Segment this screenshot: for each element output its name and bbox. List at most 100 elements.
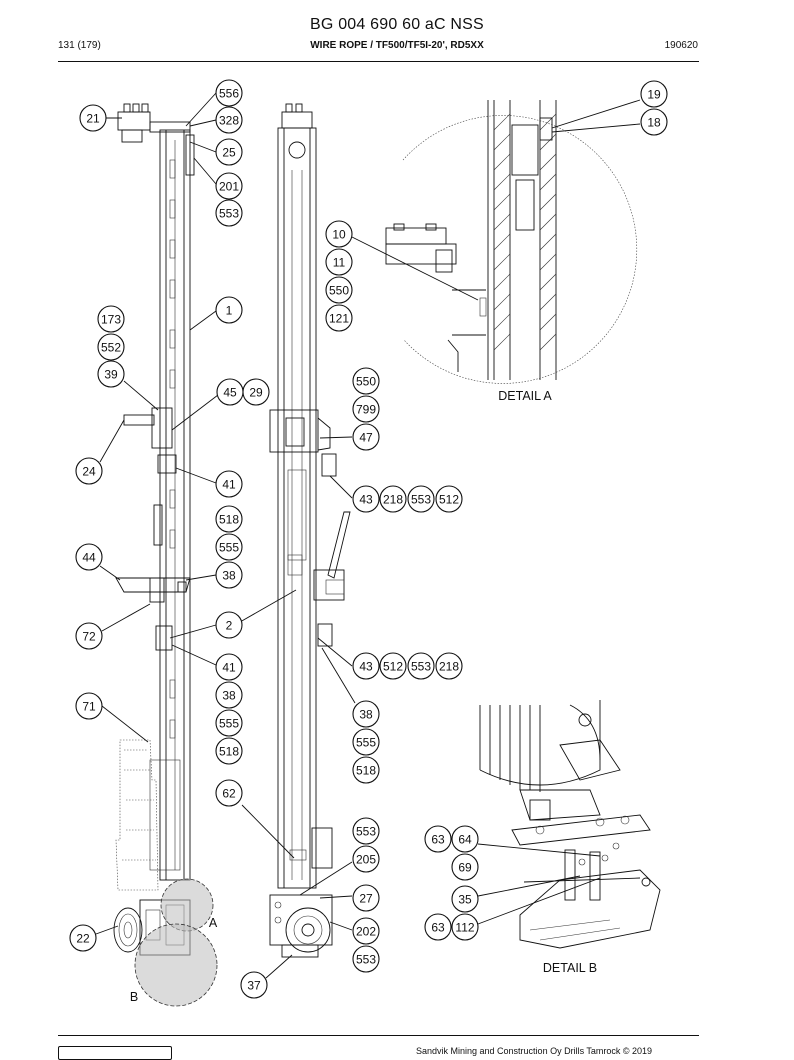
callout-bubble: 71 xyxy=(75,692,103,720)
svg-text:555: 555 xyxy=(219,717,239,731)
svg-text:24: 24 xyxy=(82,465,96,479)
svg-text:63: 63 xyxy=(431,921,445,935)
svg-text:552: 552 xyxy=(101,341,121,355)
callout-bubble: 24 xyxy=(75,457,103,485)
svg-text:69: 69 xyxy=(458,861,472,875)
callout-bubble: 25 xyxy=(215,138,243,166)
svg-text:21: 21 xyxy=(86,112,100,126)
callout-bubble: 64 xyxy=(451,825,479,853)
callout-bubble: 201 xyxy=(215,172,243,200)
zone-a-marker: A xyxy=(209,916,218,930)
callout-bubble: 63 xyxy=(424,825,452,853)
copyright-notice: Sandvik Mining and Construction Oy Drill… xyxy=(416,1046,653,1056)
svg-text:18: 18 xyxy=(647,116,661,130)
detail-b-view xyxy=(479,700,661,949)
callout-bubble: 22 xyxy=(69,924,97,952)
svg-text:518: 518 xyxy=(219,745,239,759)
callout-bubble: 555 xyxy=(215,709,243,737)
callout-bubble: 41 xyxy=(215,653,243,681)
svg-text:25: 25 xyxy=(222,146,236,160)
callout-bubble: 10 xyxy=(325,220,353,248)
zone-b-marker: B xyxy=(130,990,138,1004)
callout-bubble: 38 xyxy=(352,700,380,728)
callout-bubble: 2 xyxy=(215,611,243,639)
date-code: 190620 xyxy=(664,40,698,51)
callout-bubble: 29 xyxy=(242,378,270,406)
svg-text:555: 555 xyxy=(356,736,376,750)
callout-bubble: 44 xyxy=(75,543,103,571)
svg-text:553: 553 xyxy=(356,825,376,839)
svg-text:1: 1 xyxy=(226,304,233,318)
svg-text:38: 38 xyxy=(222,689,236,703)
callout-bubble: 518 xyxy=(215,505,243,533)
callout-bubble: 37 xyxy=(240,971,268,999)
svg-text:71: 71 xyxy=(82,700,96,714)
svg-text:556: 556 xyxy=(219,87,239,101)
sandvik-logo xyxy=(58,1046,172,1060)
callout-bubble: 205 xyxy=(352,845,380,873)
detail-b-label: DETAIL B xyxy=(543,961,597,975)
svg-text:553: 553 xyxy=(411,493,431,507)
svg-text:43: 43 xyxy=(359,493,373,507)
svg-text:512: 512 xyxy=(383,660,403,674)
svg-text:35: 35 xyxy=(458,893,472,907)
detail-a-label: DETAIL A xyxy=(498,389,552,403)
svg-text:37: 37 xyxy=(247,979,261,993)
leader-lines xyxy=(95,92,641,979)
svg-text:39: 39 xyxy=(104,368,118,382)
svg-text:518: 518 xyxy=(356,764,376,778)
detail-a-view xyxy=(385,100,638,384)
callout-bubble: 328 xyxy=(215,106,243,134)
feed-beam-front-view xyxy=(269,103,351,958)
svg-text:45: 45 xyxy=(223,386,237,400)
callout-bubble: 43 xyxy=(352,652,380,680)
svg-text:173: 173 xyxy=(101,313,121,327)
svg-text:518: 518 xyxy=(219,513,239,527)
svg-text:799: 799 xyxy=(356,403,376,417)
svg-text:29: 29 xyxy=(249,386,263,400)
svg-text:553: 553 xyxy=(356,953,376,967)
svg-text:64: 64 xyxy=(458,833,472,847)
callout-bubble: 19 xyxy=(640,80,668,108)
svg-text:63: 63 xyxy=(431,833,445,847)
callout-bubble: 555 xyxy=(352,728,380,756)
svg-text:2: 2 xyxy=(226,619,233,633)
document-title: BG 004 690 60 aC NSS xyxy=(310,16,484,33)
callout-bubble: 553 xyxy=(215,199,243,227)
callout-bubble: 553 xyxy=(352,817,380,845)
page-number: 131 (179) xyxy=(58,40,101,51)
svg-text:11: 11 xyxy=(333,256,346,270)
callout-bubble: 38 xyxy=(215,561,243,589)
callout-bubble: 18 xyxy=(640,108,668,136)
svg-text:555: 555 xyxy=(219,541,239,555)
svg-text:27: 27 xyxy=(359,892,373,906)
svg-text:121: 121 xyxy=(329,312,349,326)
svg-text:205: 205 xyxy=(356,853,376,867)
svg-text:112: 112 xyxy=(455,921,474,935)
callout-bubble: 43 xyxy=(352,485,380,513)
callout-bubble: 69 xyxy=(451,853,479,881)
callout-bubble: 39 xyxy=(97,360,125,388)
callout-bubble: 112 xyxy=(451,913,479,941)
callout-bubble: 38 xyxy=(215,681,243,709)
callout-bubble: 518 xyxy=(215,737,243,765)
callout-bubble: 512 xyxy=(379,652,407,680)
callout-bubble: 202 xyxy=(352,917,380,945)
svg-text:10: 10 xyxy=(332,228,346,242)
callout-bubble: 799 xyxy=(352,395,380,423)
callout-bubble: 555 xyxy=(215,533,243,561)
callout-bubble: 47 xyxy=(352,423,380,451)
callout-bubble: 21 xyxy=(79,104,107,132)
svg-text:19: 19 xyxy=(647,88,661,102)
svg-text:218: 218 xyxy=(439,660,459,674)
callout-bubble: 45 xyxy=(216,378,244,406)
svg-text:44: 44 xyxy=(82,551,96,565)
callout-bubble: 553 xyxy=(352,945,380,973)
callout-bubble: 62 xyxy=(215,779,243,807)
header-rule xyxy=(58,61,699,62)
callout-bubble: 1 xyxy=(215,296,243,324)
callout-bubble: 27 xyxy=(352,884,380,912)
section-title: WIRE ROPE / TF500/TF5I-20', RD5XX xyxy=(310,40,484,51)
svg-text:553: 553 xyxy=(411,660,431,674)
